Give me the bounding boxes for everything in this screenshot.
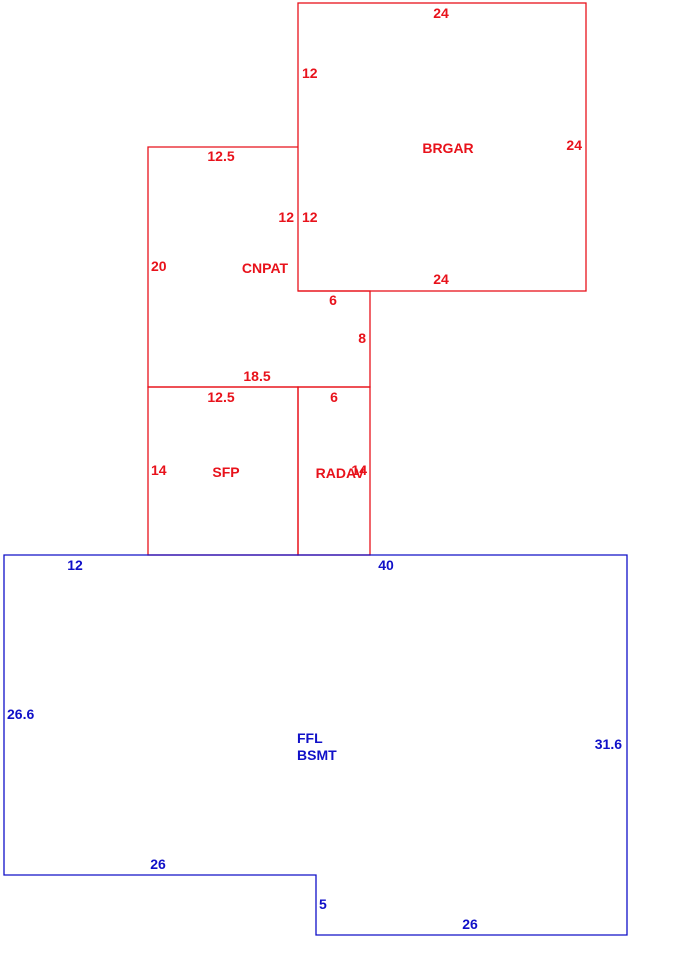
- main-top-left-dimension: 12: [67, 557, 83, 573]
- main-right-dimension: 31.6: [595, 736, 622, 752]
- cnpat-right-dimension: 12: [278, 209, 294, 225]
- brgar-name: BRGAR: [422, 140, 473, 156]
- cnpat-bottom-dimension: 18.5: [243, 368, 270, 384]
- cnpat-name: CNPAT: [242, 260, 289, 276]
- brgar-left-dimension: 12: [302, 65, 318, 81]
- brgar-right-dimension: 24: [566, 137, 582, 153]
- sfp-top-dimension: 12.5: [207, 389, 234, 405]
- radav-right-dimension: 14: [351, 462, 367, 478]
- cnpat-top-dimension: 12.5: [207, 148, 234, 164]
- cnpat-left-dimension: 20: [151, 258, 167, 274]
- main-name-line1: FFL: [297, 730, 323, 746]
- cnpat-step-top-dimension: 6: [329, 292, 337, 308]
- radav-top-dimension: 6: [330, 389, 338, 405]
- radav-name: RADAV: [316, 465, 365, 481]
- main-step-dimension: 5: [319, 896, 327, 912]
- main-floor-outline: [3, 554, 628, 936]
- brgar-bottom-dimension: 24: [433, 271, 449, 287]
- sfp-left-dimension: 14: [151, 462, 167, 478]
- cnpat-step-side-dimension: 8: [358, 330, 366, 346]
- brgar-left-lower-dimension: 12: [302, 209, 318, 225]
- sfp-name: SFP: [212, 464, 239, 480]
- brgar-top-dimension: 24: [433, 5, 449, 21]
- main-left-dimension: 26.6: [7, 706, 34, 722]
- main-bottom-left-dimension: 26: [150, 856, 166, 872]
- main-top-right-dimension: 40: [378, 557, 394, 573]
- main-bottom-right-dimension: 26: [462, 916, 478, 932]
- main-name-line2: BSMT: [297, 747, 337, 763]
